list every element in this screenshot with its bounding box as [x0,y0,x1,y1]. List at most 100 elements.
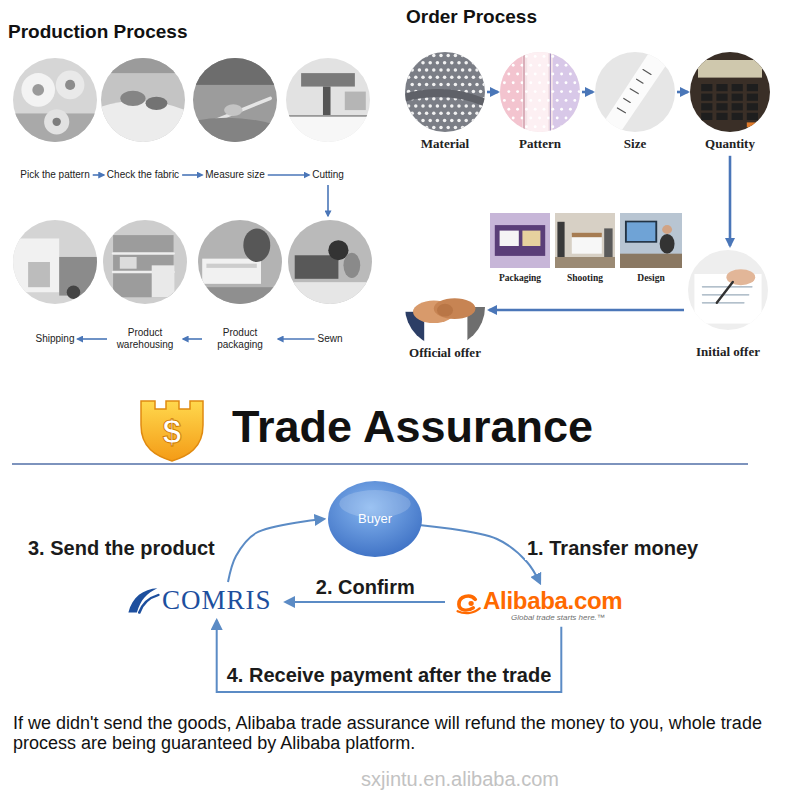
photo-detail [405,89,485,106]
photo-illustration [288,220,372,304]
photo-detail [32,84,44,96]
flow-arrow [677,91,688,94]
photo-detail [288,282,372,304]
photo-detail [604,228,612,257]
photo-detail [421,104,425,108]
photo-caption: Pattern [519,136,561,152]
photo-detail [421,61,425,65]
photo-detail [521,99,524,102]
photo-detail [432,97,436,101]
photo-detail [573,64,576,67]
photo-detail [418,126,422,130]
photo-detail [747,113,758,120]
photo-illustration [286,58,370,142]
photo-detail [472,61,476,65]
photo-detail [716,94,727,101]
photo-detail [503,81,506,84]
photo-detail [410,111,414,115]
photo-detail [454,126,458,130]
photo-detail [418,68,422,72]
photo-detail [630,89,638,94]
photo-detail [202,259,261,284]
photo-detail [425,68,429,72]
photo-detail [516,108,519,111]
photo-caption: Quantity [705,136,755,152]
photo-node: Pick the pattern [13,58,97,142]
photo-detail [113,235,173,297]
photo-detail [516,90,519,93]
photo-detail [534,90,537,93]
photo-detail [556,117,559,120]
photo-detail [65,80,75,90]
photo-caption: Pick the pattern [20,169,89,181]
photo-ground [620,213,682,268]
photo-detail [557,222,564,257]
photo-caption: Official offer [409,345,481,361]
photo-detail [482,126,486,130]
photo-detail [469,601,474,606]
photo-detail [529,81,532,84]
edge-label: 4. Receive payment after the trade [225,663,554,687]
photo-detail [627,222,656,241]
photo-detail [534,108,537,111]
photo-caption: Product packaging [205,327,275,351]
photo-node: Sewn [288,220,372,304]
photo-detail [439,126,443,130]
flow-arrow [93,174,104,176]
photo-detail [418,111,422,115]
photo-detail [152,265,175,297]
photo-detail [439,68,443,72]
photo-detail [446,54,450,58]
photo-caption: Initial offer [696,344,760,360]
photo-ground [688,250,768,330]
photo-detail [475,54,479,58]
photo-illustration [193,58,277,142]
photo-detail [457,119,461,123]
photo-detail [643,70,651,75]
photo-detail [482,54,486,58]
photo-detail [551,125,554,128]
photo-detail [516,125,519,128]
photo-detail [555,257,615,268]
photo-detail [565,81,568,84]
photo-detail [407,104,411,108]
company-logo: COMRIS [125,586,272,614]
photo-detail [446,97,450,101]
photo-detail [747,103,758,110]
flow-arrow [419,525,540,583]
photo-detail [573,99,576,102]
photo-detail [464,75,468,79]
photo-node: Measure size [193,58,277,142]
photo-detail [569,55,572,58]
photo-caption: Cutting [312,169,344,181]
photo-detail [732,113,743,120]
photo-detail [522,231,540,246]
photo-detail [543,108,546,111]
photo-detail [578,73,581,76]
photo-detail [702,294,748,295]
photo-caption: Size [624,136,646,152]
watermark: sxjintu.en.alibaba.com [361,767,559,791]
photo-detail [461,111,465,115]
photo-detail [439,83,443,87]
photo-detail [206,264,256,268]
photo-detail [472,90,476,94]
photo-detail [139,595,158,613]
photo-detail [560,73,563,76]
photo-detail [624,98,630,102]
photo-detail [464,119,468,123]
photo-detail [529,117,532,120]
photo-detail [44,109,69,134]
photo-detail [547,99,550,102]
photo-detail [507,108,510,111]
photo-detail [425,126,429,130]
photo-detail [407,119,411,123]
photo-detail [547,64,550,67]
photo-detail [224,104,242,116]
logo-wordmark: Alibaba.com [483,588,622,613]
logo-icon [125,586,159,614]
photo-detail [565,64,568,67]
edge-label: 3. Send the product [26,536,217,560]
page-title: Trade Assurance [232,404,593,449]
